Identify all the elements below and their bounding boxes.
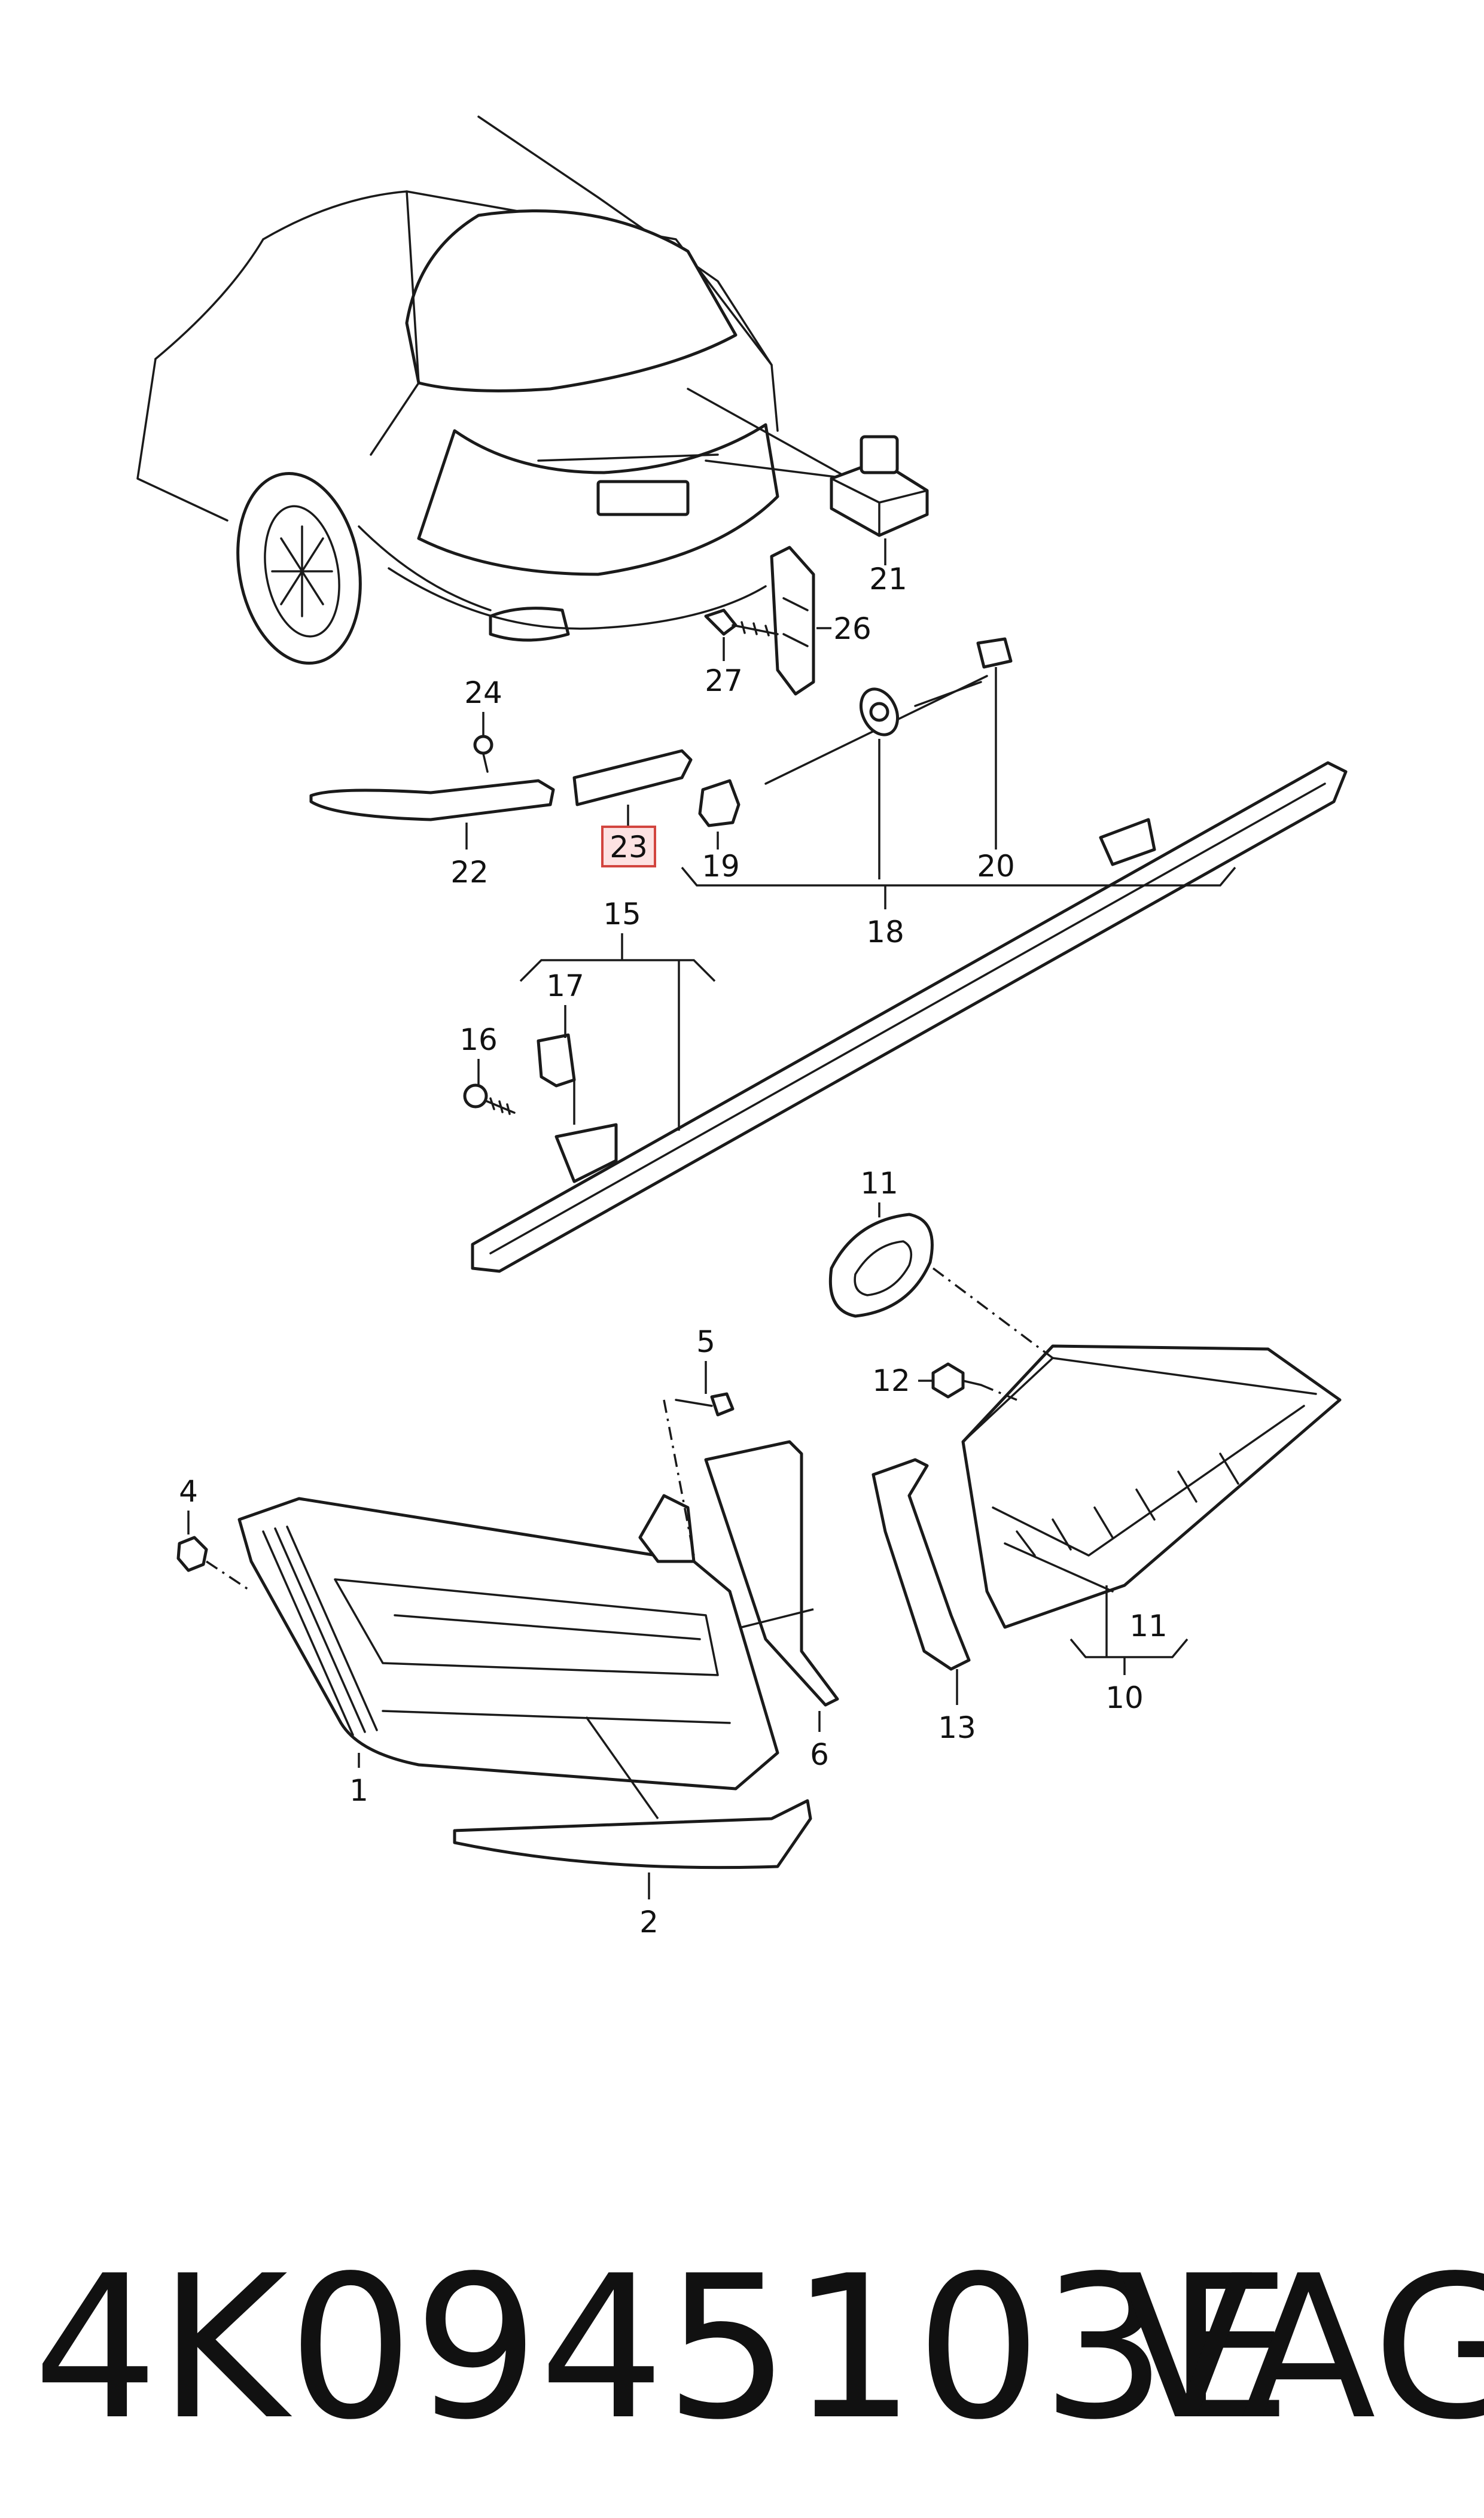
cover-strip-2 <box>453 1799 812 1870</box>
leader-lines <box>187 538 1236 1899</box>
rear-light-strip-15 <box>471 761 1348 1273</box>
nut-4 <box>176 1536 208 1572</box>
seal-11 <box>828 1213 934 1318</box>
callout-16: 16 <box>459 1022 498 1057</box>
callout-22: 22 <box>450 855 489 890</box>
screw-5 <box>675 1392 735 1417</box>
callout-18: 18 <box>866 915 904 949</box>
callout-27: 27 <box>705 663 743 698</box>
trim-cover-6 <box>704 1440 839 1707</box>
callout-15: 15 <box>603 897 641 931</box>
connector-19 <box>698 779 741 827</box>
callout-20: 20 <box>977 849 1015 884</box>
vehicle-rear-illustration <box>136 115 851 665</box>
trim-end-23 <box>572 749 693 806</box>
callout-12: 12 <box>872 1363 910 1398</box>
brand-label: VAG <box>1119 2233 1484 2463</box>
part-footer: 4K0945103E VAG <box>0 2249 1484 2489</box>
callout-4: 4 <box>179 1474 198 1509</box>
callout-2: 2 <box>639 1905 659 1940</box>
screw-27 <box>704 608 779 637</box>
inner-tail-light-10 <box>961 1344 1342 1629</box>
bracket-17 <box>537 1033 576 1088</box>
trim-cover-13 <box>871 1458 971 1671</box>
license-plate-lamp-21 <box>830 435 929 537</box>
callout-labels: 21 26 27 24 22 23 19 20 18 15 17 16 11 1… <box>179 562 1168 1940</box>
callout-26: 26 <box>833 611 871 646</box>
trim-bracket-26 <box>770 546 815 696</box>
callout-10: 10 <box>1105 1680 1144 1715</box>
screw-16 <box>463 1083 516 1115</box>
exploded-parts-diagram: 21 26 27 24 22 23 19 20 18 15 17 16 11 1… <box>136 115 1348 1940</box>
callout-1: 1 <box>349 1773 368 1808</box>
callout-11-top: 11 <box>860 1166 898 1201</box>
callout-11-bottom: 11 <box>1129 1609 1168 1643</box>
trim-strip-22 <box>309 779 555 821</box>
connector-20 <box>976 637 1013 669</box>
callout-6: 6 <box>810 1737 829 1772</box>
callout-23-highlight <box>601 826 656 867</box>
callout-24: 24 <box>464 675 502 710</box>
callout-21: 21 <box>869 562 907 596</box>
wiring-harness-18 <box>764 675 988 785</box>
callout-13: 13 <box>938 1710 976 1745</box>
callout-5: 5 <box>696 1325 715 1359</box>
outer-tail-light-1 <box>237 1494 779 1791</box>
callout-17: 17 <box>546 969 584 1003</box>
callout-23: 23 <box>610 830 648 864</box>
screw-24 <box>473 735 493 773</box>
callout-19: 19 <box>702 849 740 884</box>
part-number-label: 4K0945103E <box>33 2233 1292 2463</box>
nut-12 <box>931 1362 982 1399</box>
